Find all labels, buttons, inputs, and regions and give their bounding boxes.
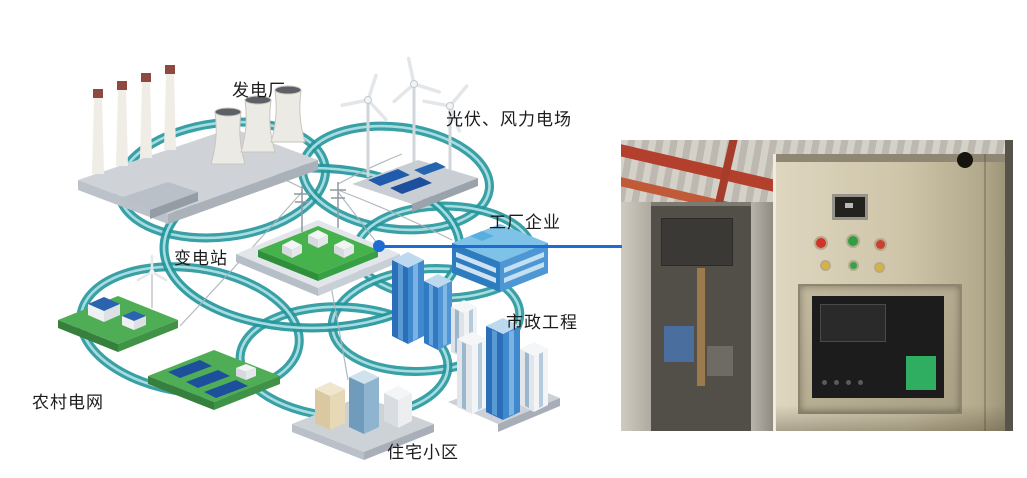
cabinet-door-edge xyxy=(621,202,651,431)
interior-component-gray xyxy=(707,346,733,376)
label-residential: 住宅小区 xyxy=(387,443,459,463)
rural-grid-illustration xyxy=(58,254,280,410)
substation-equipment xyxy=(282,230,354,258)
indicator-lamp-yellow xyxy=(822,262,829,269)
chimneys xyxy=(92,65,176,174)
label-rural-grid: 农村电网 xyxy=(32,393,104,413)
relay-button xyxy=(858,380,863,385)
cabinet-top-edge xyxy=(776,154,1013,162)
wind-turbines xyxy=(340,56,469,178)
switchgear-cabinet-front xyxy=(773,154,1013,431)
protection-relay-face xyxy=(812,296,944,398)
residential-illustration xyxy=(292,370,434,460)
meter-display xyxy=(845,203,853,208)
cooling-towers xyxy=(210,85,306,165)
relay-button xyxy=(834,380,839,385)
cabinet-round-hole xyxy=(957,152,973,168)
solar-panels xyxy=(368,162,446,194)
protection-relay-frame xyxy=(798,284,962,414)
copper-busbar xyxy=(697,268,705,386)
relay-button xyxy=(822,380,827,385)
relay-green-label xyxy=(906,356,936,390)
connector-line xyxy=(380,245,622,248)
interior-component-blue xyxy=(664,326,694,362)
relay-display-screen xyxy=(820,304,886,342)
cabinet-panel-seam xyxy=(984,154,986,431)
label-power-plant: 发电厂 xyxy=(232,81,286,101)
label-factory: 工厂企业 xyxy=(489,213,561,233)
indicator-lamp-green xyxy=(848,236,858,246)
cabinet-interior-bay xyxy=(651,206,751,431)
substation-equipment-photo xyxy=(621,140,1013,431)
indicator-lamp-red xyxy=(876,240,885,249)
cabinet-bottom-shadow xyxy=(776,405,1013,431)
substation-illustration xyxy=(236,182,400,296)
indicator-lamp-red xyxy=(816,238,826,248)
pv-wind-farm-illustration xyxy=(340,56,478,212)
panel-meter xyxy=(832,194,868,220)
cabinet-frame-edge xyxy=(751,202,773,431)
connector-dot xyxy=(373,240,385,252)
power-plant-illustration xyxy=(78,65,318,224)
interior-component-block xyxy=(661,218,733,266)
open-cabinet xyxy=(621,202,773,431)
grid-network-illustration xyxy=(58,56,560,460)
label-pv-wind-farm: 光伏、风力电场 xyxy=(446,110,572,130)
label-municipal: 市政工程 xyxy=(506,313,578,333)
indicator-lamp-green xyxy=(850,262,857,269)
pylon-masts xyxy=(294,182,346,232)
relay-button xyxy=(846,380,851,385)
label-substation: 变电站 xyxy=(174,249,228,269)
indicator-lamp-yellow xyxy=(876,264,883,271)
municipal-buildings-illustration xyxy=(392,252,560,432)
photo-right-edge xyxy=(1005,140,1013,431)
factory-illustration xyxy=(452,224,548,292)
